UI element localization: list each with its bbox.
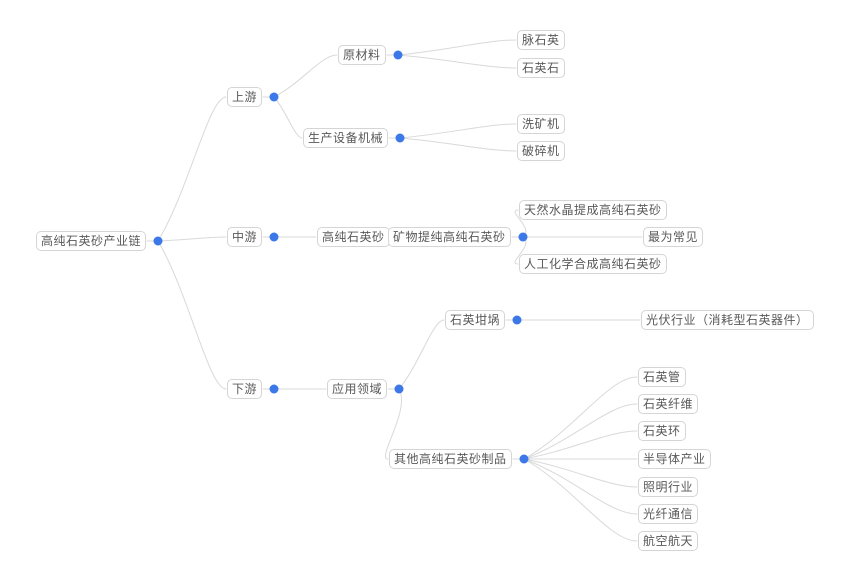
edge-line [523, 458, 638, 488]
node-dot-application-fields[interactable] [394, 384, 404, 394]
node-ore-washer[interactable]: 洗矿机 [517, 114, 565, 134]
node-raw-materials[interactable]: 原材料 [338, 45, 386, 65]
node-midstream[interactable]: 中游 [227, 227, 263, 247]
edge-line [273, 54, 338, 98]
edge-line [398, 319, 445, 390]
edge-line [273, 96, 303, 139]
node-dot-production-equipment[interactable] [395, 133, 405, 143]
edge-line [523, 376, 638, 460]
node-quartz-crucible[interactable]: 石英坩埚 [445, 310, 506, 330]
node-production-equipment[interactable]: 生产设备机械 [303, 128, 389, 148]
node-quartzite[interactable]: 石英石 [517, 58, 565, 78]
node-pv-industry[interactable]: 光伏行业（消耗型石英器件） [641, 310, 814, 330]
node-dot-root[interactable] [153, 236, 163, 246]
node-application-fields[interactable]: 应用领域 [327, 379, 388, 399]
node-hp-quartz-sand[interactable]: 高纯石英砂 [317, 227, 390, 247]
edge-line [385, 388, 402, 460]
node-crusher[interactable]: 破碎机 [517, 141, 565, 161]
node-dot-other-products[interactable] [519, 454, 529, 464]
node-dot-upstream[interactable] [269, 92, 279, 102]
edge-line [399, 137, 517, 152]
node-other-products[interactable]: 其他高纯石英砂制品 [389, 449, 512, 469]
edge-line [397, 39, 517, 56]
node-dot-midstream[interactable] [269, 232, 279, 242]
node-vein-quartz[interactable]: 脉石英 [517, 30, 565, 50]
node-dot-quartz-crucible[interactable] [512, 315, 522, 325]
edge-line [157, 240, 227, 390]
edge-line [523, 458, 638, 542]
node-quartz-fiber[interactable]: 石英纤维 [638, 394, 699, 414]
node-chemical-synthesis[interactable]: 人工化学合成高纯石英砂 [519, 254, 667, 274]
node-dot-downstream[interactable] [269, 384, 279, 394]
node-downstream[interactable]: 下游 [227, 379, 263, 399]
node-lighting[interactable]: 照明行业 [638, 477, 699, 497]
edge-line [523, 403, 638, 460]
node-quartz-tube[interactable]: 石英管 [638, 367, 686, 387]
node-upstream[interactable]: 上游 [227, 87, 263, 107]
node-semiconductor[interactable]: 半导体产业 [638, 449, 711, 469]
edge-line [157, 236, 227, 242]
edge-line [397, 54, 517, 69]
node-dot-raw-materials[interactable] [393, 50, 403, 60]
node-quartz-ring[interactable]: 石英环 [638, 421, 686, 441]
edge-line [523, 430, 638, 460]
node-natural-crystal[interactable]: 天然水晶提成高纯石英砂 [519, 200, 667, 220]
node-root[interactable]: 高纯石英砂产业链 [36, 231, 147, 251]
node-most-common[interactable]: 最为常见 [643, 227, 704, 247]
node-dot-mineral-purification[interactable] [518, 232, 528, 242]
node-mineral-purification[interactable]: 矿物提纯高纯石英砂 [388, 227, 511, 247]
node-optical-fiber[interactable]: 光纤通信 [638, 504, 699, 524]
edge-line [523, 458, 638, 515]
edge-line [399, 123, 517, 139]
edge-line [157, 96, 227, 242]
node-aerospace[interactable]: 航空航天 [638, 531, 699, 551]
